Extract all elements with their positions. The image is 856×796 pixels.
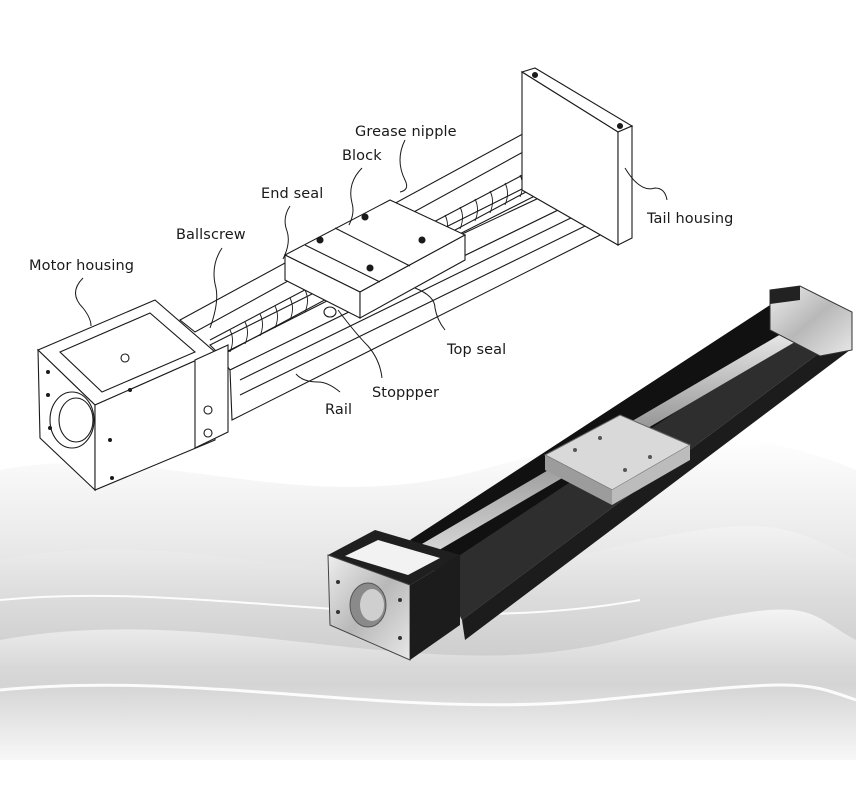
- label-top-seal: Top seal: [447, 342, 507, 358]
- label-rail: Rail: [325, 402, 353, 418]
- leader-lines: [75, 139, 668, 393]
- label-end-seal: End seal: [261, 186, 324, 202]
- label-stopper: Stoppper: [372, 385, 440, 401]
- label-ballscrew: Ballscrew: [176, 227, 246, 243]
- label-grease-nipple: Grease nipple: [355, 124, 457, 140]
- photo-linear-module: [327, 285, 853, 661]
- line-drawing-linear-module: [37, 67, 634, 492]
- label-tail-housing: Tail housing: [647, 211, 734, 227]
- label-motor-housing: Motor housing: [29, 258, 135, 274]
- label-block: Block: [342, 148, 382, 164]
